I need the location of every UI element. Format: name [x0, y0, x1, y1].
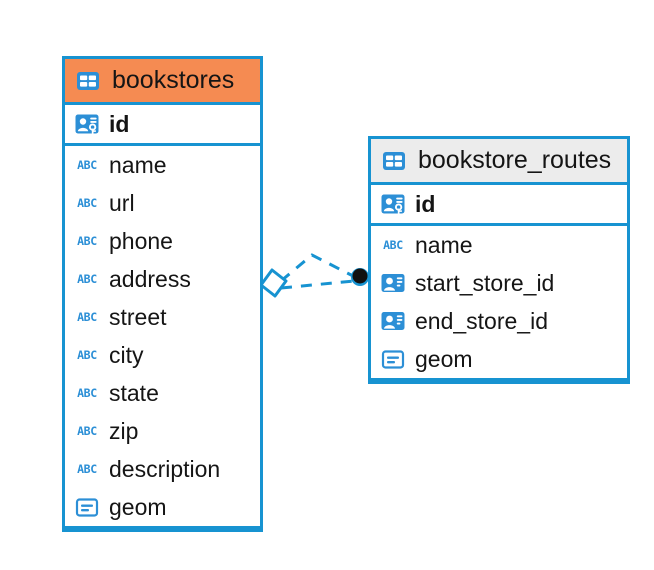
- relationship-line-upper: [280, 253, 358, 283]
- svg-text:ABC: ABC: [77, 158, 97, 172]
- text-type-icon: ABC: [74, 418, 100, 444]
- field-name: id: [415, 190, 436, 217]
- entity-name: bookstores: [112, 66, 235, 94]
- field-name: start_store_id: [415, 269, 555, 296]
- svg-text:ABC: ABC: [77, 348, 97, 362]
- field-list: ABC name start_store_id: [371, 226, 627, 378]
- field-row-city[interactable]: ABC city: [65, 336, 260, 374]
- entity-header-bookstore-routes[interactable]: bookstore_routes: [371, 139, 627, 185]
- field-row-state[interactable]: ABC state: [65, 374, 260, 412]
- entity-table-bookstore-routes[interactable]: bookstore_routes id: [368, 136, 630, 384]
- svg-text:ABC: ABC: [77, 234, 97, 248]
- field-name: city: [109, 341, 144, 368]
- field-list: ABC name ABC url ABC pho: [65, 146, 260, 526]
- primary-key-section: id: [65, 105, 260, 146]
- field-name: geom: [109, 493, 167, 520]
- text-type-icon: ABC: [74, 190, 100, 216]
- primary-key-icon: [380, 191, 406, 217]
- field-row-phone[interactable]: ABC phone: [65, 222, 260, 260]
- field-row-zip[interactable]: ABC zip: [65, 412, 260, 450]
- field-row-name[interactable]: ABC name: [65, 146, 260, 184]
- svg-text:ABC: ABC: [77, 462, 97, 476]
- field-name: geom: [415, 345, 473, 372]
- field-row-end-store-id[interactable]: end_store_id: [371, 302, 627, 340]
- svg-text:ABC: ABC: [77, 424, 97, 438]
- field-name: address: [109, 265, 191, 292]
- svg-text:ABC: ABC: [77, 386, 97, 400]
- field-name: id: [109, 110, 130, 137]
- text-type-icon: ABC: [74, 228, 100, 254]
- entity-header-bookstores[interactable]: bookstores: [65, 59, 260, 105]
- field-row-geom[interactable]: geom: [65, 488, 260, 526]
- field-name: name: [415, 231, 473, 258]
- field-row-start-store-id[interactable]: start_store_id: [371, 264, 627, 302]
- primary-key-icon: [74, 111, 100, 137]
- svg-text:ABC: ABC: [77, 272, 97, 286]
- entity-table-bookstores[interactable]: bookstores id: [62, 56, 263, 532]
- svg-text:ABC: ABC: [77, 196, 97, 210]
- text-type-icon: ABC: [74, 152, 100, 178]
- field-name: phone: [109, 227, 173, 254]
- table-icon: [380, 147, 408, 175]
- diamond-marker: [259, 268, 288, 298]
- field-name: street: [109, 303, 167, 330]
- field-row-description[interactable]: ABC description: [65, 450, 260, 488]
- text-type-icon: ABC: [74, 304, 100, 330]
- field-row-id[interactable]: id: [371, 185, 627, 223]
- field-name: name: [109, 151, 167, 178]
- svg-text:ABC: ABC: [383, 238, 403, 252]
- geometry-type-icon: [380, 346, 406, 372]
- field-name: state: [109, 379, 159, 406]
- geometry-type-icon: [74, 494, 100, 520]
- foreign-key-icon: [380, 270, 406, 296]
- field-row-address[interactable]: ABC address: [65, 260, 260, 298]
- primary-key-section: id: [371, 185, 627, 226]
- field-name: zip: [109, 417, 139, 444]
- circle-marker: [351, 268, 369, 286]
- field-row-street[interactable]: ABC street: [65, 298, 260, 336]
- text-type-icon: ABC: [74, 380, 100, 406]
- text-type-icon: ABC: [380, 232, 406, 258]
- relationship-line-lower: [280, 279, 355, 290]
- text-type-icon: ABC: [74, 266, 100, 292]
- text-type-icon: ABC: [74, 342, 100, 368]
- svg-text:ABC: ABC: [77, 310, 97, 324]
- field-row-geom[interactable]: geom: [371, 340, 627, 378]
- field-row-id[interactable]: id: [65, 105, 260, 143]
- foreign-key-icon: [380, 308, 406, 334]
- table-icon: [74, 67, 102, 95]
- entity-name: bookstore_routes: [418, 146, 612, 174]
- field-name: end_store_id: [415, 307, 548, 334]
- field-row-name[interactable]: ABC name: [371, 226, 627, 264]
- field-row-url[interactable]: ABC url: [65, 184, 260, 222]
- field-name: url: [109, 189, 135, 216]
- text-type-icon: ABC: [74, 456, 100, 482]
- field-name: description: [109, 455, 221, 482]
